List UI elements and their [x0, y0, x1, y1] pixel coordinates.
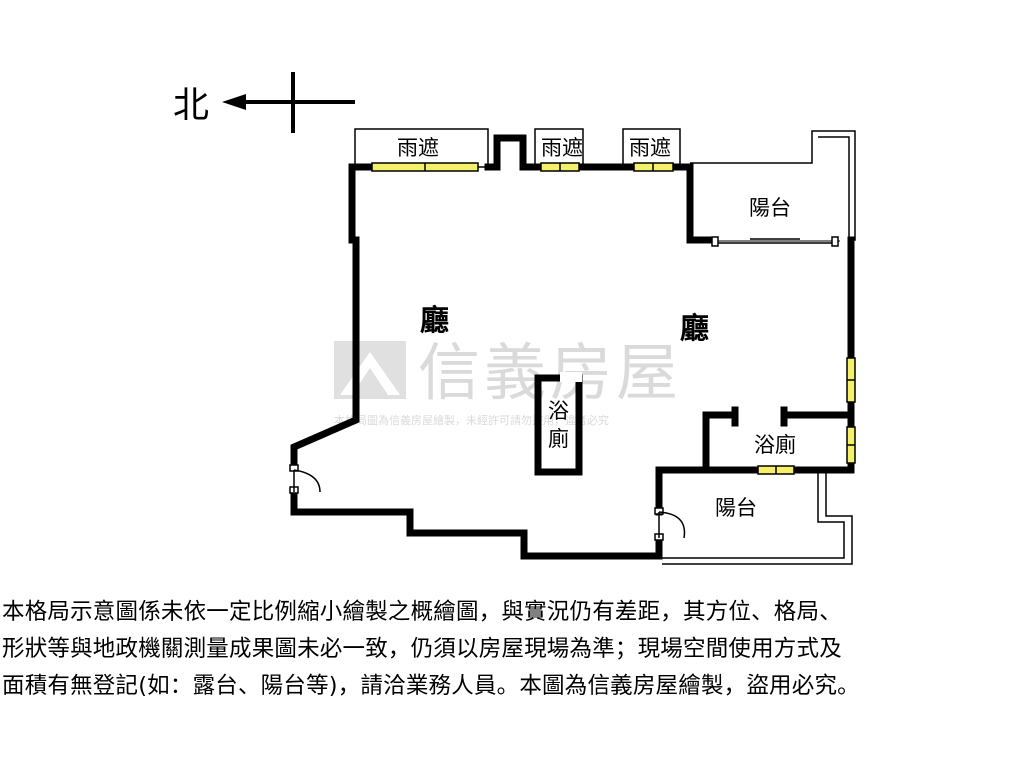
label-living-right: 廳 — [680, 311, 709, 345]
floor-plan: 信義房屋 本格局圖為信義房屋繪製，未經許可請勿盜用，違者必究 北 — [173, 72, 856, 565]
wall-front-top — [484, 134, 544, 171]
wall-north-west — [348, 163, 374, 244]
wall-north — [290, 236, 360, 472]
disclaimer-line-3: 面積有無登記(如：露台、陽台等)，請洽業務人員。本圖為信義房屋繪製，盜用必究。 — [2, 673, 860, 699]
watermark-logo-icon — [334, 341, 406, 399]
label-bath-inner-2: 廁 — [548, 427, 569, 451]
inner-bath-walls — [534, 374, 583, 476]
walls — [290, 134, 855, 560]
label-bath: 浴廁 — [754, 433, 796, 457]
balcony-top-inner — [818, 136, 850, 240]
balcony-bottom-outline-outer — [662, 470, 853, 565]
label-balcony-bottom: 陽台 — [715, 496, 757, 520]
label-canopy-3: 雨遮 — [629, 136, 671, 160]
windows — [371, 162, 856, 475]
room-labels: 雨遮 雨遮 雨遮 陽台 廳 廳 浴 廁 浴廁 陽台 — [397, 136, 796, 520]
wall-front-right — [669, 163, 716, 244]
label-balcony-top: 陽台 — [749, 196, 791, 220]
sliding-door — [711, 236, 839, 247]
disclaimer-text: 本格局示意圖係未依一定比例縮小繪製之概繪圖，與實況仍有差距，其方位、格局、 形狀… — [2, 594, 1022, 705]
wall-west-lower — [290, 488, 663, 560]
balcony-top-outline — [690, 130, 856, 241]
disclaimer-line-1: 本格局示意圖係未依一定比例縮小繪製之概繪圖，與實況仍有差距，其方位、格局、 — [2, 599, 842, 625]
disclaimer-line-2: 形狀等與地政機關測量成果圖未必一致，仍須以房屋現場為準；現場空間使用方式及 — [2, 636, 842, 662]
wall-bath-top — [702, 411, 739, 474]
north-arrow: 北 — [173, 72, 355, 133]
label-canopy-1: 雨遮 — [397, 136, 439, 160]
balcony-bottom-outline — [662, 470, 845, 559]
north-label: 北 — [173, 85, 209, 126]
watermark: 信義房屋 本格局圖為信義房屋繪製，未經許可請勿盜用，違者必究 — [334, 336, 682, 427]
watermark-brand: 信義房屋 — [418, 336, 682, 409]
label-canopy-2: 雨遮 — [541, 136, 583, 160]
balcony-door[interactable] — [654, 507, 686, 541]
label-bath-inner-1: 浴 — [548, 399, 569, 423]
label-living-left: 廳 — [420, 303, 449, 337]
entry-door[interactable] — [289, 464, 321, 494]
